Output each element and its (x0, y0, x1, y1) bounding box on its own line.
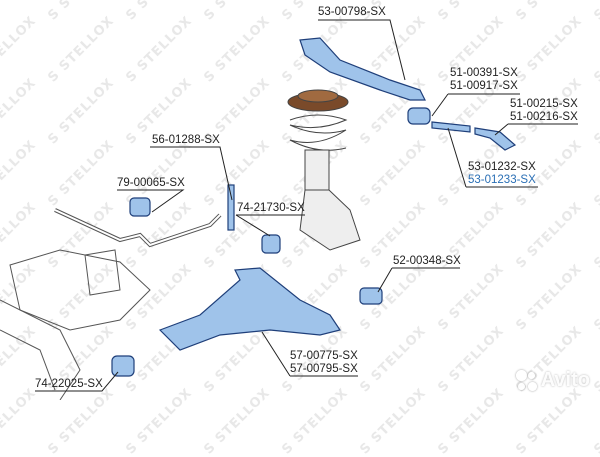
strut-assembly (287, 89, 361, 251)
lower-control-arm (158, 267, 341, 351)
label-56-01288: 56-01288-SX (152, 134, 220, 146)
stabilizer-bushing-part (129, 197, 151, 217)
label-51-00391: 51-00391-SX (450, 67, 518, 79)
inner-tie-rod (431, 121, 471, 133)
label-57-00795: 57-00795-SX (290, 363, 358, 375)
label-53-00798: 53-00798-SX (318, 6, 386, 18)
label-74-21730: 74-21730-SX (237, 202, 305, 214)
parts (111, 37, 517, 377)
ball-joint-part (359, 287, 383, 305)
avito-wordmark: Avito (540, 369, 590, 391)
label-52-00348: 52-00348-SX (393, 255, 461, 267)
label-53-01233: 53-01233-SX (468, 174, 536, 186)
leader-lines (35, 19, 578, 392)
upper-tie-rod-part (299, 37, 426, 101)
label-79-00065: 79-00065-SX (117, 177, 185, 189)
label-51-00215: 51-00215-SX (510, 98, 578, 110)
label-57-00775: 57-00775-SX (290, 350, 358, 362)
label-51-00917: 51-00917-SX (450, 80, 518, 92)
arm-bushing-front-part (111, 355, 135, 377)
arm-bushing-rear-part (261, 234, 281, 254)
tie-rod-end (407, 107, 431, 125)
suspension-diagram (0, 19, 578, 400)
label-74-22025: 74-22025-SX (35, 378, 103, 390)
label-51-00216: 51-00216-SX (510, 111, 578, 123)
avito-logo: Avito (515, 369, 590, 392)
stabilizer-link-part (227, 184, 235, 231)
avito-dots-icon (515, 369, 538, 392)
outer-tie-rod (474, 127, 517, 151)
label-53-01232: 53-01232-SX (468, 161, 536, 173)
subframe (0, 249, 151, 400)
